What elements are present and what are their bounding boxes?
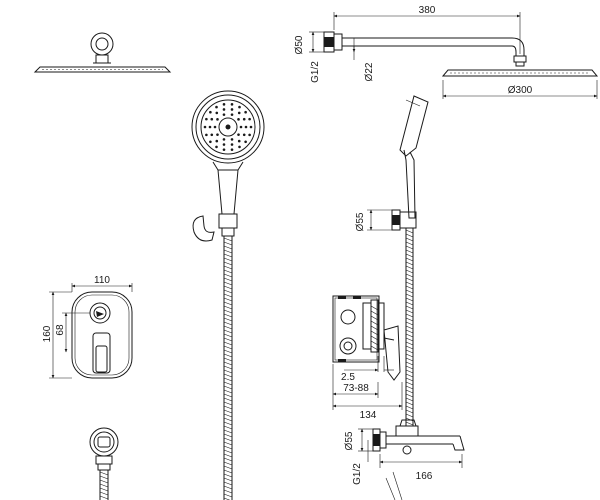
spout-thread-label: G1/2 [352,463,363,485]
shower-arm-side-view: 380 Ø50 G1/2 Ø22 Ø300 [294,5,599,99]
arm-length-label: 380 [419,5,436,16]
shower-hose [223,236,233,500]
box-depth-label: 134 [360,410,377,421]
spout-flange-diameter-label: Ø55 [344,431,355,450]
plate-height-label: 160 [42,325,53,342]
head-diameter-label: Ø300 [508,85,533,96]
depth-min-label: 2.5 [341,372,355,383]
plate-width-label: 110 [94,275,110,286]
wall-flange-diameter-label: Ø50 [294,35,305,54]
spout-length-label: 166 [416,471,433,482]
depth-range-label: 73-88 [343,383,369,394]
overhead-shower-front-view [33,32,172,73]
arm-diameter-label: Ø22 [364,62,375,81]
wall-thread-label: G1/2 [310,61,321,83]
holder-diameter-label: Ø55 [355,212,366,231]
hand-shower-front-view [191,90,265,500]
wall-outlet-front-view [89,427,119,500]
shower-column-side-view: Ø55 2.5 73-88 134 [332,95,465,500]
handle-height-label: 68 [55,324,66,336]
mixer-plate-front-view: 110 160 68 [42,275,133,379]
